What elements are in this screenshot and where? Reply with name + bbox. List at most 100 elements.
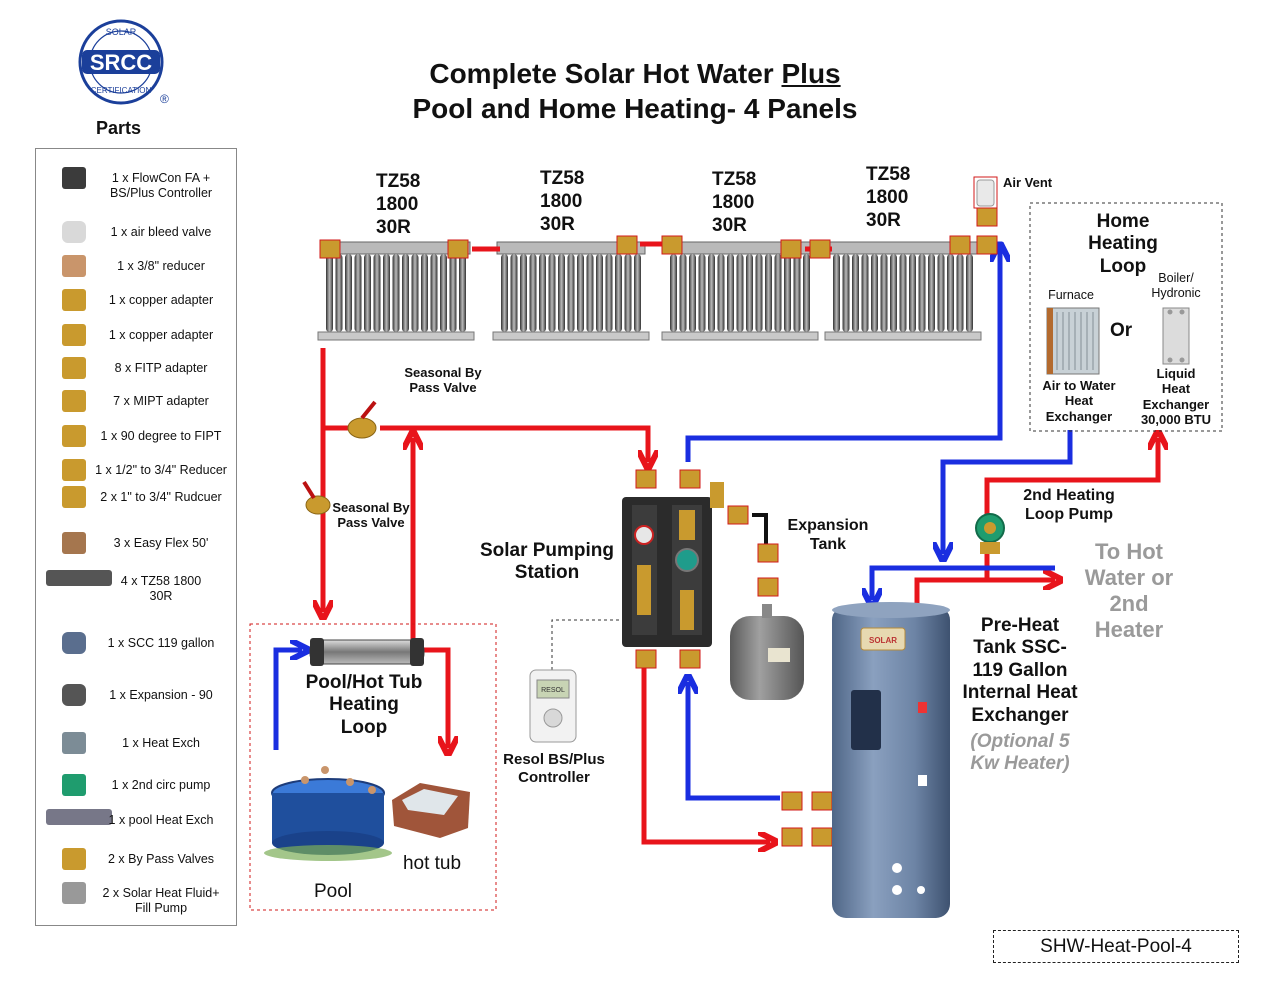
brass-rudcuer-icon [62, 486, 86, 508]
brass-fitting-icon [811, 827, 833, 847]
parts-item-label: 1 x 2nd circ pump [111, 778, 211, 792]
parts-item-label: 3 x Easy Flex 50' [113, 536, 209, 550]
parts-heading: Parts [96, 118, 142, 138]
parts-item-label: 1 x Expansion - 90 [109, 688, 213, 702]
parts-item-label: 7 x MIPT adapter [113, 394, 209, 408]
home-heating-label: Home Heating Loop [1088, 211, 1158, 277]
model-code-box: SHW-Heat-Pool-4 [993, 930, 1239, 963]
reducer-icon [62, 255, 86, 277]
brass-fitting-icon [679, 469, 701, 489]
brass-fitting-icon [616, 235, 638, 255]
parts-item-label: 1 x copper adapter [108, 293, 214, 307]
brass-fitting-icon [811, 791, 833, 811]
easy-flex-hose-icon [62, 532, 86, 554]
parts-item-label: 2 x Solar Heat Fluid+ Fill Pump [102, 886, 220, 915]
solar-collector-icon [317, 241, 475, 341]
fill-pump-icon [62, 882, 86, 904]
brass-fitting-icon [757, 577, 779, 597]
or-label: Or [1110, 320, 1133, 341]
furnace-label: Furnace [1048, 288, 1094, 302]
solar-collector-icon [492, 241, 650, 341]
brass-fitting-icon [781, 791, 803, 811]
logo-reg-mark: ® [160, 92, 169, 106]
to-hot-water-label: To Hot Water or 2nd Heater [1084, 539, 1174, 642]
heat-exchanger-icon [62, 732, 86, 754]
expansion-tank-icon [62, 684, 86, 706]
brass-fitting-icon [661, 235, 683, 255]
pool-heat-exchanger-icon [309, 638, 425, 666]
resol-controller-icon [529, 669, 577, 743]
fitp-adapter-icon [62, 357, 86, 379]
parts-item-label: 1 x 1/2" to 3/4" Reducer [95, 463, 227, 477]
pool-icon [264, 766, 392, 861]
controller-screen-text: RESOL [541, 687, 565, 694]
pool-heat-exchanger-icon [46, 809, 112, 825]
brass-fitting-icon [679, 649, 701, 669]
air-vent-icon [973, 176, 998, 209]
parts-item-label: 4 x TZ58 1800 30R [120, 574, 202, 603]
panel-model-label: TZ58 1800 30R [866, 164, 911, 231]
cold-return-pipes [273, 241, 1073, 801]
bypass-valve-label-2: Seasonal By Pass Valve [332, 500, 410, 531]
circulation-pump-icon [62, 774, 86, 796]
hot-tub-icon [392, 783, 470, 838]
bypass-valve-icon [62, 848, 86, 870]
flowcon-controller-icon [62, 167, 86, 189]
air-to-water-label: Air to Water Heat Exchanger [1042, 378, 1116, 424]
panel-model-label: TZ58 1800 30R [712, 169, 757, 236]
brass-fitting-icon [809, 239, 831, 259]
elbow-fitting-icon [62, 425, 86, 447]
pool-loop-box [249, 623, 497, 911]
parts-item-label: 1 x SCC 119 gallon [107, 636, 215, 650]
expansion-line [752, 513, 768, 548]
expansion-tank-icon [730, 604, 804, 700]
pumping-station-label: Solar Pumping Station [479, 540, 615, 584]
controller-wire [551, 619, 622, 676]
brass-fitting-icon [976, 207, 998, 227]
title-plus: Plus [781, 58, 841, 89]
pumping-station-icon [622, 482, 724, 647]
page-title-line2: Pool and Home Heating- 4 Panels [412, 93, 858, 124]
expansion-tank-label: Expansion Tank [787, 517, 869, 553]
parts-item-label: 1 x FlowCon FA + BS/Plus Controller [109, 171, 213, 200]
parts-item-label: 1 x copper adapter [108, 328, 214, 342]
furnace-coil-icon [1046, 307, 1100, 375]
pool-label: Pool [313, 881, 353, 902]
pool-loop-label: Pool/Hot Tub Heating Loop [305, 672, 423, 738]
preheat-tank-icon [832, 602, 950, 918]
brass-fitting-icon [976, 235, 998, 255]
hot-tub-label: hot tub [402, 853, 462, 874]
storage-tank-icon [62, 632, 86, 654]
parts-item-label: 1 x air bleed valve [110, 225, 212, 239]
controller-label: Resol BS/Plus Controller [503, 751, 605, 786]
parts-item-label: 2 x By Pass Valves [107, 852, 215, 866]
bypass-valve-icon [347, 400, 377, 439]
bypass-valve-icon [302, 480, 331, 515]
solar-collector-icon [824, 241, 982, 341]
brass-fitting-icon [757, 543, 779, 563]
parts-item-label: 1 x 90 degree to FIPT [100, 429, 222, 443]
boiler-label: Boiler/ Hydronic [1151, 271, 1201, 300]
brass-fitting-icon [780, 239, 802, 259]
tank-brand-text: SOLAR [869, 636, 897, 645]
panel-model-label: TZ58 1800 30R [376, 171, 421, 238]
brass-fitting-icon [949, 235, 971, 255]
liquid-heat-exchanger-icon [1162, 307, 1190, 365]
air-bleed-valve-icon [62, 221, 86, 243]
bypass-valve-label-1: Seasonal By Pass Valve [404, 365, 482, 396]
optional-heater-label: (Optional 5 Kw Heater) [970, 731, 1070, 775]
second-pump-label: 2nd Heating Loop Pump [1023, 487, 1115, 523]
parts-item-label: 2 x 1" to 3/4" Rudcuer [100, 490, 222, 504]
brass-reducer-icon [62, 459, 86, 481]
air-vent-label: Air Vent [1003, 175, 1053, 190]
brass-fitting-icon [447, 239, 469, 259]
second-circ-pump-icon [975, 513, 1005, 554]
copper-tee-adapter-icon [62, 324, 86, 346]
parts-item-label: 1 x 3/8" reducer [117, 259, 205, 273]
brass-fitting-icon [635, 469, 657, 489]
preheat-tank-label: Pre-Heat Tank SSC- 119 Gallon Internal H… [962, 615, 1078, 726]
mipt-adapter-icon [62, 390, 86, 412]
srcc-logo [78, 19, 164, 105]
copper-adapter-icon [62, 289, 86, 311]
